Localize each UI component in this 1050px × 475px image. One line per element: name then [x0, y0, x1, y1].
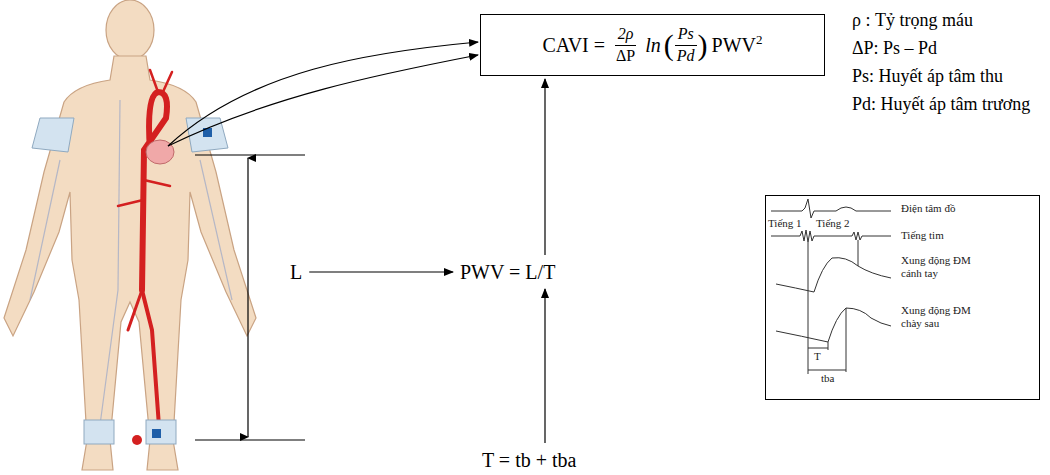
node-text: L	[290, 260, 302, 284]
sound-label: Tiếng 1	[768, 217, 802, 230]
flow-arrow	[544, 289, 545, 443]
heart-leader	[168, 42, 478, 146]
length-dimension	[195, 155, 305, 440]
parenthesis: )	[698, 28, 708, 63]
length-symbol: L	[286, 258, 306, 286]
formula-term-group: PWV2	[712, 33, 763, 57]
legend-definition: Pd: Huyết áp tâm trương	[852, 94, 1030, 116]
fraction: 2ρΔP	[613, 25, 638, 65]
signal-name: Xung động ĐM cánh tay	[901, 254, 993, 279]
interval-label: tba	[821, 372, 834, 385]
formula-term: PWV	[712, 34, 756, 56]
cuffs	[32, 118, 228, 445]
exponent: 2	[756, 32, 763, 47]
denominator: ΔP	[613, 46, 638, 65]
numerator: 2ρ	[615, 25, 637, 45]
waveform-inset: Điện tâm đồ Tiếng 1 Tiếng 2 Tiếng timXung đ…	[765, 195, 1040, 400]
signal-name: Xung động ĐM chày sau	[901, 304, 993, 329]
denominator: Pd	[674, 46, 698, 65]
node-text: PWV = L/T	[460, 260, 555, 284]
fraction: PsPd	[674, 25, 698, 65]
human-figure	[4, 0, 256, 470]
artery	[118, 70, 172, 440]
flow-arrow	[544, 79, 545, 255]
formula-box: CAVI = 2ρΔP ln(PsPd)PWV2	[480, 14, 825, 76]
signal-name: Điện tâm đồ	[901, 202, 955, 215]
interval-label: T	[814, 350, 821, 363]
numerator: Ps	[675, 25, 697, 45]
signal-name: Tiếng tim	[901, 229, 944, 242]
node-text: T = tb + tba	[482, 448, 576, 472]
legend-definition: ρ : Tỷ trọng máu	[852, 10, 973, 32]
formula-term: CAVI =	[542, 34, 605, 57]
legend-definition: Ps: Huyết áp tâm thu	[852, 66, 1003, 88]
flow-arrow	[309, 271, 453, 272]
parenthesis: (	[664, 28, 674, 63]
legend-definition: ΔP: Ps – Pd	[852, 38, 937, 60]
waveform-graph	[766, 196, 1041, 401]
formula-term: ln	[645, 34, 661, 57]
sound-label: Tiếng 2	[816, 217, 850, 230]
equation-node: PWV = L/T	[456, 258, 559, 286]
equation-node: T = tb + tba	[478, 446, 580, 474]
